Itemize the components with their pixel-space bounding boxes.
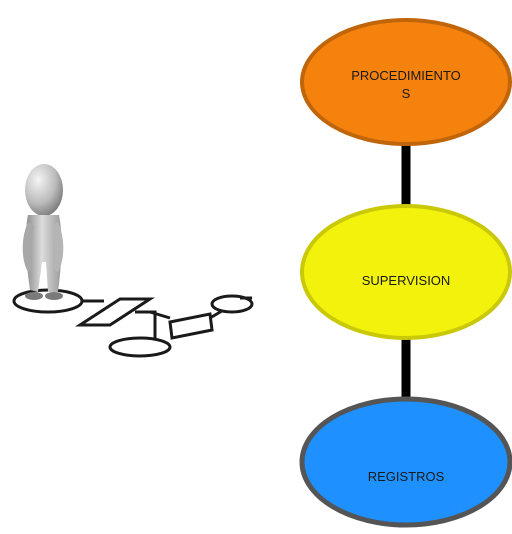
node-procedimientos-label-line1: PROCEDIMIENTO	[351, 68, 461, 83]
arm-left	[22, 222, 34, 272]
body	[25, 215, 62, 292]
head	[25, 164, 63, 216]
end-oval-shape	[108, 336, 172, 358]
foot-right	[45, 292, 63, 300]
node-procedimientos-ellipse	[300, 18, 512, 146]
parallelogram-shape	[74, 297, 156, 327]
foot-left	[25, 292, 43, 300]
node-supervision-ellipse	[300, 204, 512, 340]
person-on-flowchart-illustration	[12, 164, 254, 358]
person-figure	[22, 164, 64, 300]
node-supervision-label: SUPERVISION	[361, 273, 451, 288]
flow-line	[149, 310, 171, 320]
decision-oval-shape	[210, 294, 254, 314]
flowchart-shapes	[12, 288, 254, 358]
node-procedimientos-label-line2: S	[401, 86, 411, 101]
node-procedimientos-label: PROCEDIMIENTO S	[326, 67, 486, 103]
node-registros-label: REGISTROS	[367, 469, 445, 484]
process-box-shape	[168, 312, 214, 340]
node-registros-ellipse	[299, 396, 512, 528]
arm-right	[52, 222, 64, 272]
